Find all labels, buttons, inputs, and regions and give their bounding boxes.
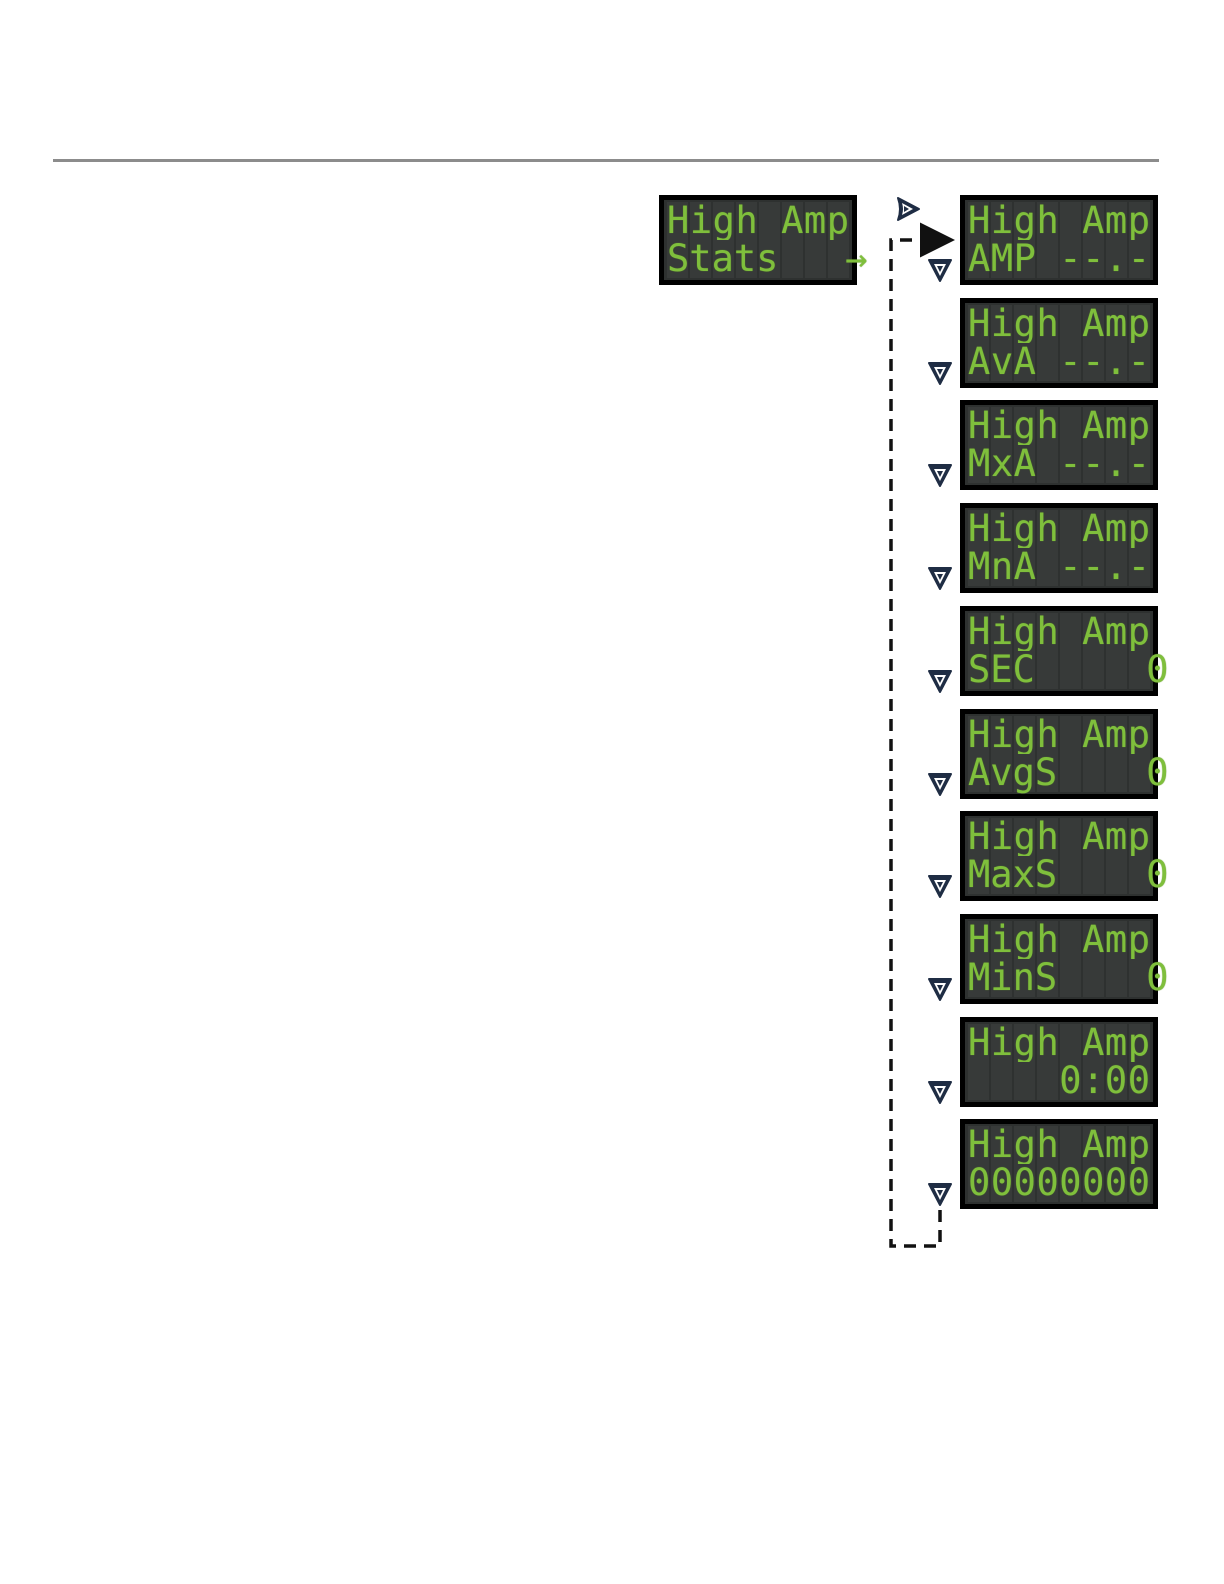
down-arrow-button-icon [927,976,953,1002]
down-arrow-button-icon [927,873,953,899]
down-arrow-button-icon [927,257,953,283]
down-arrow-button-icon [927,1181,953,1207]
down-arrow-button-icon [927,565,953,591]
right-arrow-button-icon [895,196,921,222]
down-arrow-button-icon [927,771,953,797]
down-arrow-button-icon [927,668,953,694]
down-arrow-button-icon [927,1079,953,1105]
header-rule [53,159,1159,162]
down-arrow-button-icon [927,462,953,488]
down-arrow-button-icon [927,360,953,386]
